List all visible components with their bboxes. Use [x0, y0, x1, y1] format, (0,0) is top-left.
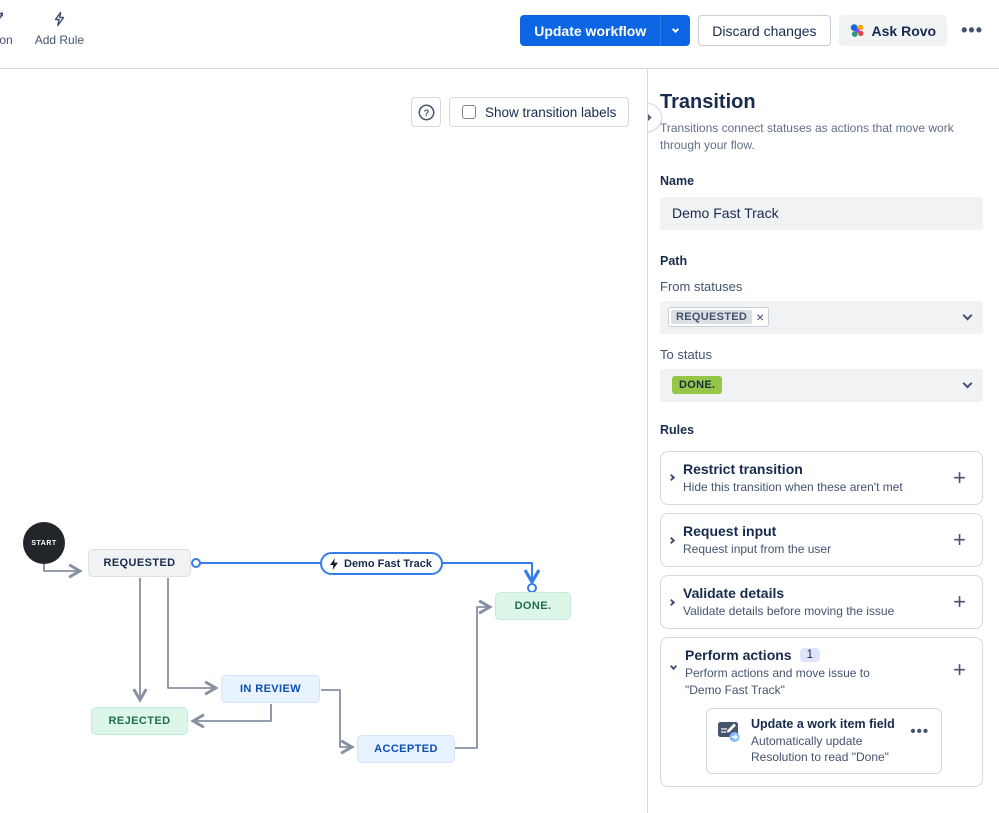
transition-detail-panel: Transition Transitions connect statuses …	[648, 69, 999, 813]
update-workflow-button[interactable]: Update workflow	[520, 15, 661, 46]
rule-title: Restrict transition	[683, 460, 803, 477]
add-rule-button[interactable]: Add Rule	[35, 10, 84, 47]
status-node-in-review[interactable]: IN REVIEW	[221, 675, 320, 703]
chevron-wrap[interactable]	[669, 663, 678, 671]
chevron-down-icon	[962, 378, 973, 389]
workflow-canvas[interactable]: START REQUESTED DONE. IN REVIEW REJECTED…	[0, 69, 648, 813]
chevron-right-icon	[667, 474, 676, 482]
action-subtitle: Automatically update Resolution to read …	[751, 733, 889, 764]
action-card-update-field[interactable]: Update a work item field Automatically u…	[706, 707, 943, 775]
add-rule-label: Add Rule	[34, 33, 85, 47]
start-node-label: START	[31, 539, 57, 547]
panel-title: Transition	[660, 91, 756, 113]
name-label: Name	[660, 173, 695, 188]
ask-rovo-button[interactable]: Ask Rovo	[838, 15, 948, 46]
path-label: Path	[660, 253, 688, 268]
rule-card-validate-details[interactable]: Validate details Validate details before…	[660, 575, 983, 630]
add-rule-plus-button[interactable]: +	[953, 657, 966, 683]
rules-label: Rules	[660, 422, 695, 437]
panel-description: Transitions connect statuses as actions …	[660, 121, 954, 153]
rule-title: Validate details	[683, 585, 785, 602]
svg-text:?: ?	[423, 108, 429, 119]
chevron-right-icon	[667, 536, 676, 544]
update-workflow-dropdown-button[interactable]	[660, 15, 691, 46]
rule-subtitle: Request input from the user	[683, 541, 832, 556]
status-node-label: IN REVIEW	[239, 683, 302, 695]
rule-title: Request input	[683, 522, 777, 539]
status-node-label: REQUESTED	[103, 557, 176, 569]
top-toolbar: nsition Add Rule Update workflow Discard…	[0, 0, 999, 69]
to-status-chip: DONE.	[672, 376, 723, 395]
discard-changes-button[interactable]: Discard changes	[698, 15, 831, 46]
rule-subtitle: Hide this transition when these aren't m…	[683, 479, 903, 494]
add-rule-plus-button[interactable]: +	[953, 589, 966, 615]
status-node-label: ACCEPTED	[374, 743, 438, 755]
from-status-chip-label: REQUESTED	[671, 310, 753, 325]
add-transition-button[interactable]: nsition	[0, 10, 13, 47]
lightning-bolt-icon	[329, 557, 339, 570]
add-transition-icon	[0, 10, 4, 28]
name-input[interactable]	[660, 196, 983, 230]
rule-card-request-input[interactable]: Request input Request input from the use…	[660, 512, 983, 568]
to-status-label: To status	[660, 346, 713, 362]
transition-pill[interactable]: Demo Fast Track	[320, 552, 444, 575]
add-rule-plus-button[interactable]: +	[953, 464, 966, 490]
rule-subtitle: Validate details before moving the issue	[683, 604, 895, 619]
remove-status-icon[interactable]: ×	[756, 309, 765, 326]
update-workflow-split-button: Update workflow	[520, 15, 691, 46]
update-field-icon	[717, 719, 741, 743]
show-transition-labels-toggle[interactable]: Show transition labels	[449, 97, 630, 127]
rule-card-restrict-transition[interactable]: Restrict transition Hide this transition…	[660, 450, 983, 505]
chevron-right-icon	[648, 112, 652, 123]
show-transition-labels-label: Show transition labels	[485, 104, 617, 120]
start-node[interactable]: START	[23, 522, 65, 564]
from-statuses-label: From statuses	[660, 278, 743, 294]
checkbox-icon[interactable]	[462, 105, 476, 119]
action-more-button[interactable]: •••	[908, 717, 931, 746]
add-rule-plus-button[interactable]: +	[953, 527, 966, 553]
rule-title: Perform actions	[685, 647, 792, 664]
from-statuses-select[interactable]: REQUESTED ×	[660, 300, 983, 334]
rule-count-badge: 1	[799, 648, 820, 663]
status-node-requested[interactable]: REQUESTED	[88, 549, 191, 577]
chevron-right-icon	[667, 598, 676, 606]
help-button[interactable]: ?	[411, 97, 441, 127]
from-status-chip: REQUESTED ×	[668, 307, 770, 328]
status-node-done[interactable]: DONE.	[495, 592, 571, 620]
lightning-icon	[52, 10, 67, 28]
workflow-edges	[43, 558, 648, 813]
status-node-label: REJECTED	[108, 715, 171, 727]
status-node-label: DONE.	[514, 600, 552, 612]
ask-rovo-label: Ask Rovo	[871, 22, 937, 39]
add-transition-label: nsition	[0, 33, 13, 47]
question-circle-icon: ?	[418, 104, 434, 120]
rule-subtitle: Perform actions and move issue to "Demo …	[685, 666, 870, 697]
transition-pill-label: Demo Fast Track	[344, 557, 433, 570]
chevron-down-icon	[669, 663, 678, 671]
rovo-icon	[850, 23, 865, 38]
chevron-down-icon	[672, 25, 680, 33]
action-title: Update a work item field	[751, 716, 895, 731]
to-status-select[interactable]: DONE.	[660, 368, 983, 402]
status-node-rejected[interactable]: REJECTED	[91, 707, 188, 735]
status-node-accepted[interactable]: ACCEPTED	[357, 735, 455, 763]
rule-card-perform-actions[interactable]: Perform actions 1 Perform actions and mo…	[660, 637, 983, 788]
more-options-button[interactable]: •••	[955, 15, 989, 46]
chevron-down-icon	[962, 310, 973, 321]
